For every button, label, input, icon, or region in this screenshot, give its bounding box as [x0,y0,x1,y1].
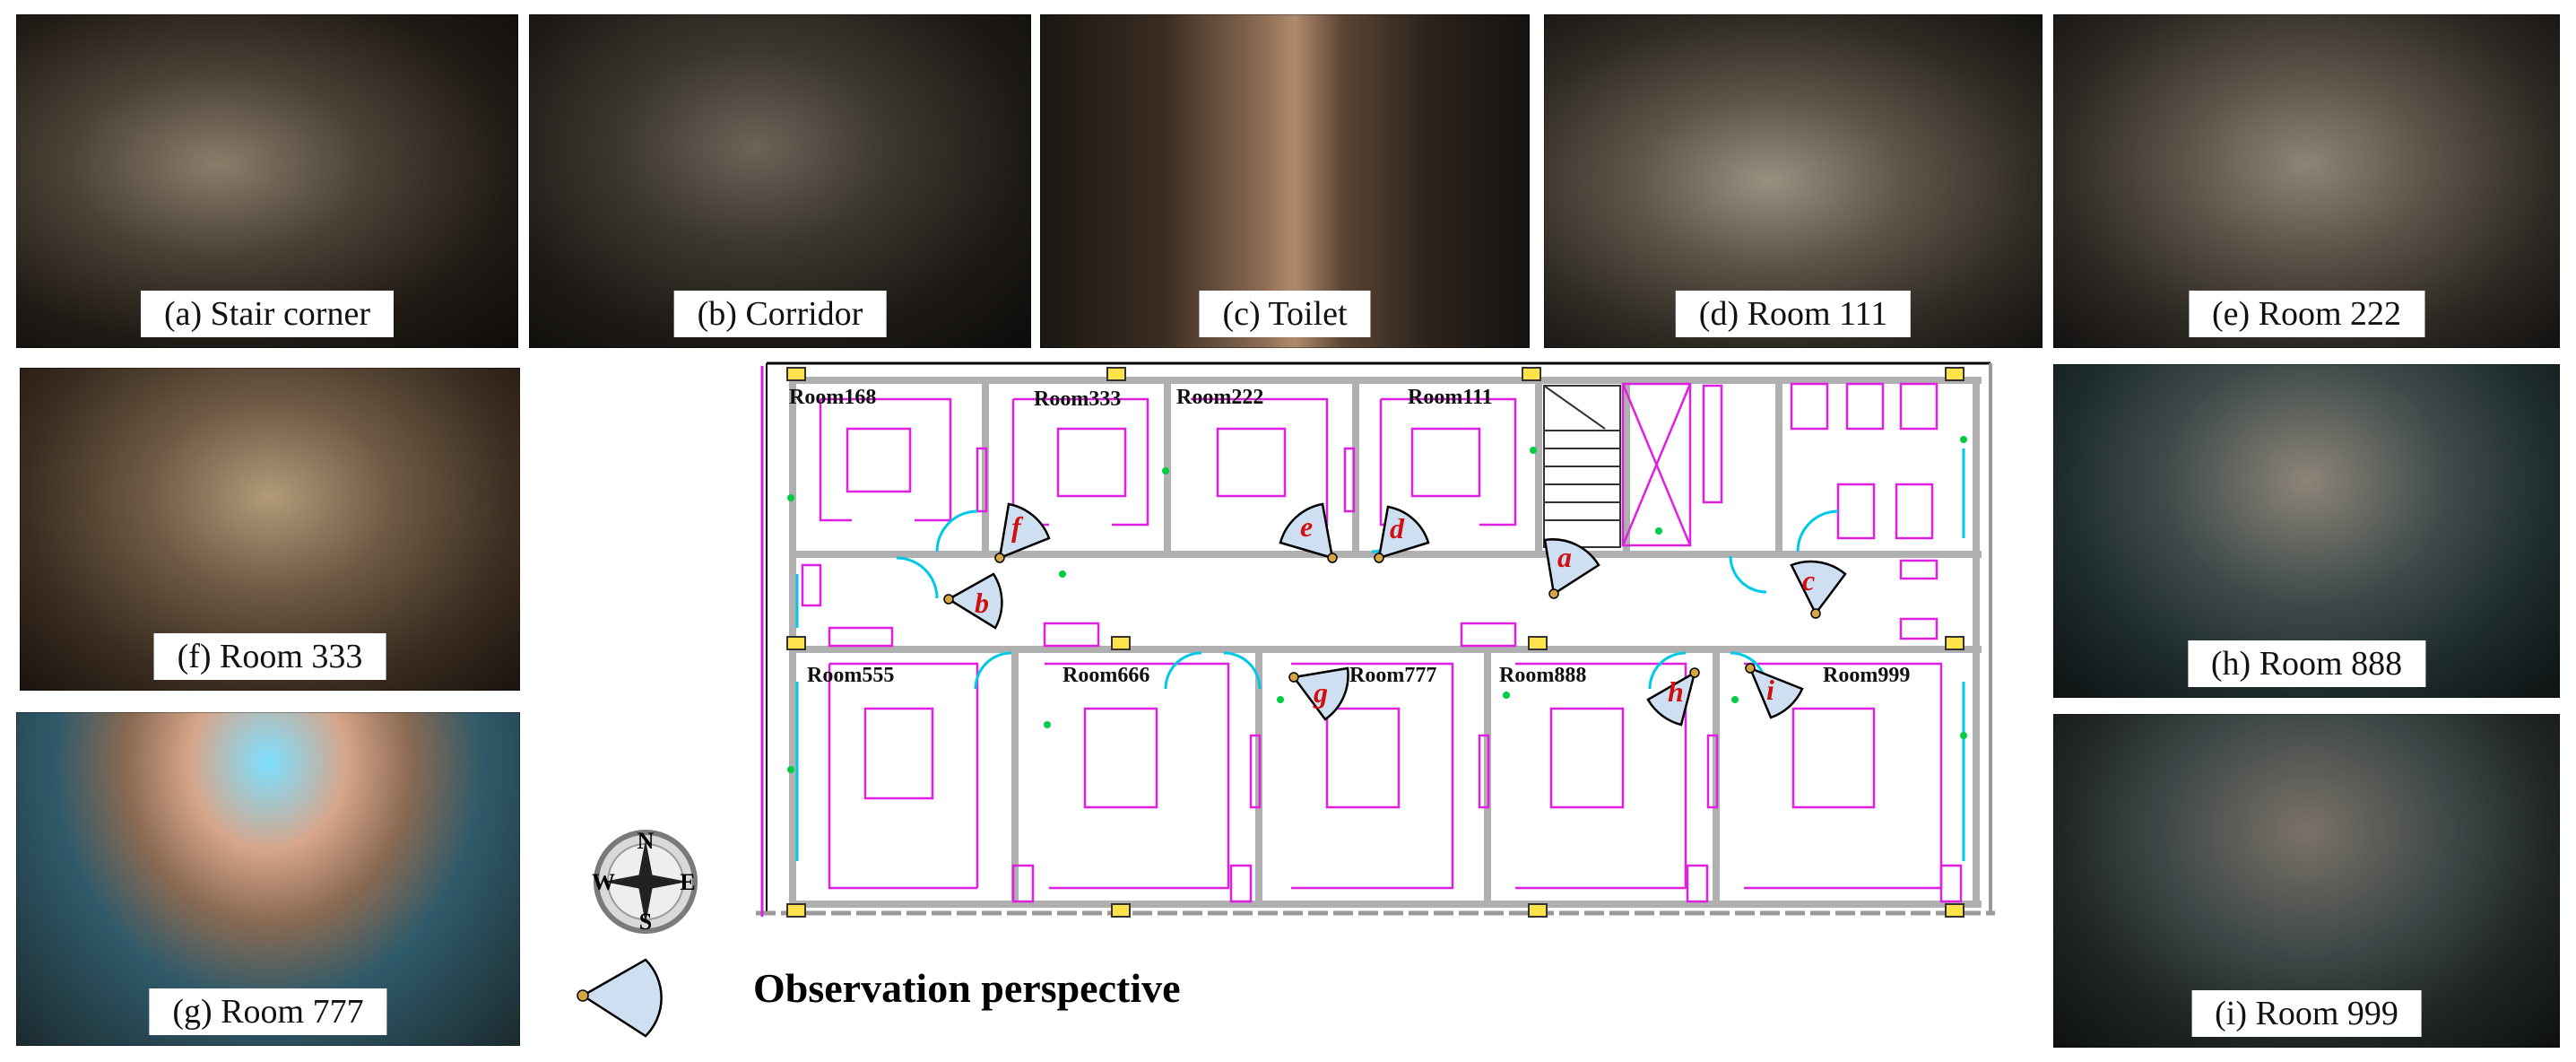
room-labels: Room168 Room333 Room222 Room111 Room555 … [789,386,1910,687]
photo-caption: (f) Room 333 [153,633,386,680]
photo-room-888: (h) Room 888 [2053,364,2560,698]
perspective-cone-g [1291,666,1349,721]
perspective-markers [946,502,1847,727]
room-label-555: Room555 [807,664,894,687]
marker-i: i [1766,674,1774,706]
photo-caption: (a) Stair corner [141,291,394,337]
marker-d: d [1390,512,1405,544]
perspective-cone-d [1377,505,1430,560]
floor-plan: Room168 Room333 Room222 Room111 Room555 … [756,361,1995,918]
perspective-cone-a [1543,538,1600,596]
photo-caption: (g) Room 777 [149,988,387,1035]
room-label-777: Room777 [1349,664,1436,687]
compass-w: W [592,869,615,895]
room-label-168: Room168 [789,386,876,409]
perspective-cone-i [1748,666,1804,719]
legend-label: Observation perspective [753,965,1181,1011]
photo-room-999: (i) Room 999 [2053,714,2560,1048]
room-label-888: Room888 [1499,664,1586,687]
green-points [787,436,1967,773]
room-label-333: Room333 [1034,387,1121,411]
column-markers [786,367,1965,918]
compass-e: E [680,869,695,895]
perspective-letters: a b c d e f g h i [975,510,1815,709]
photo-caption: (e) Room 222 [2188,291,2425,337]
perspective-cone-h [1646,670,1696,727]
photo-caption: (i) Room 999 [2191,990,2422,1037]
perspective-cone-c [1790,560,1847,616]
photo-caption: (c) Toilet [1199,291,1371,337]
perspective-cone-f [998,502,1051,560]
room-label-111: Room111 [1408,386,1493,409]
room-label-999: Room999 [1823,664,1910,687]
marker-c: c [1802,564,1815,596]
compass-s: S [639,909,652,935]
photo-caption: (h) Room 888 [2187,640,2426,687]
perspective-cone-e [1279,502,1334,560]
photo-caption: (d) Room 111 [1675,291,1912,337]
photo-stair-corner: (a) Stair corner [16,14,518,348]
photo-corridor: (b) Corridor [529,14,1031,348]
photo-toilet: (c) Toilet [1040,14,1530,348]
room-label-666: Room666 [1062,664,1149,687]
marker-e: e [1300,510,1313,543]
compass-n: N [637,828,655,854]
marker-a: a [1557,541,1572,573]
photo-room-333: (f) Room 333 [20,368,520,691]
marker-b: b [975,587,989,619]
photo-room-777: (g) Room 777 [16,712,520,1046]
marker-g: g [1313,676,1328,709]
perspective-cone-b [946,572,1003,630]
photo-room-111: (d) Room 111 [1544,14,2043,348]
observation-perspective-icon [577,958,663,1038]
photo-room-222: (e) Room 222 [2053,14,2560,348]
staircase [1543,385,1621,548]
marker-f: f [1011,510,1024,543]
perspective-origins [943,553,1821,683]
photo-caption: (b) Corridor [673,291,887,337]
room-label-222: Room222 [1176,386,1263,409]
compass-icon: N S E W [592,828,698,935]
marker-h: h [1668,675,1684,708]
furniture [801,382,1963,903]
walls [789,377,1982,908]
